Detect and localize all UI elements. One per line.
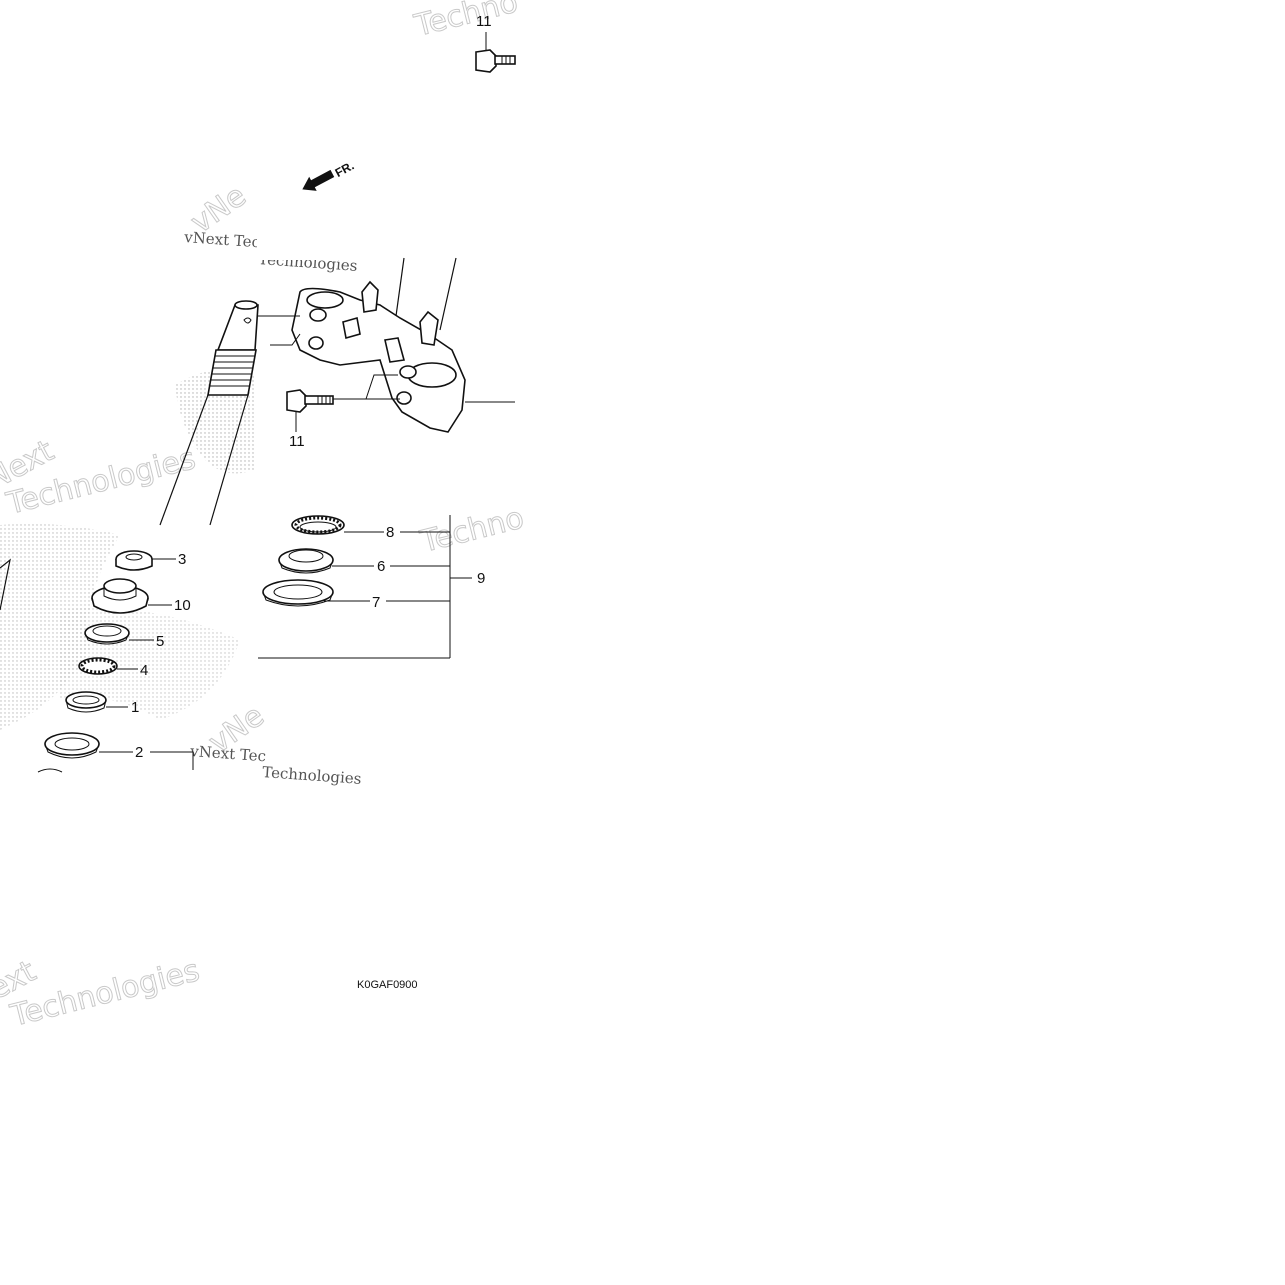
svg-text:10: 10 xyxy=(174,597,191,614)
svg-text:7: 7 xyxy=(372,594,380,611)
svg-text:5: 5 xyxy=(156,633,164,650)
svg-text:Technologies: Technologies xyxy=(6,953,202,1034)
svg-text:11: 11 xyxy=(289,433,305,450)
shading xyxy=(0,369,255,730)
svg-text:1: 1 xyxy=(131,699,139,716)
steering-stem xyxy=(0,300,270,611)
svg-text:6: 6 xyxy=(377,558,385,575)
svg-text:8: 8 xyxy=(386,524,394,541)
svg-text:Technologies: Technologies xyxy=(262,763,362,788)
svg-text:vNext Tec: vNext Tec xyxy=(189,742,267,765)
svg-text:3: 3 xyxy=(178,551,186,568)
bolt-11-top: 11 xyxy=(475,13,516,73)
svg-text:vNext Tec: vNext Tec xyxy=(183,228,261,251)
lower-bearing-stack: 3 10 5 4 1 2 xyxy=(37,550,194,773)
diagram-code: K0GAF0900 xyxy=(357,979,418,991)
svg-text:Techno: Techno xyxy=(416,501,527,560)
bolt-11-mid: 11 xyxy=(286,389,334,450)
svg-text:9: 9 xyxy=(477,570,485,587)
svg-text:4: 4 xyxy=(140,662,148,679)
fork-bridge xyxy=(270,257,515,433)
upper-bearing-kit: 8 6 7 9 xyxy=(258,515,485,659)
svg-text:Techno: Techno xyxy=(410,0,521,44)
svg-text:11: 11 xyxy=(476,13,492,30)
svg-text:2: 2 xyxy=(135,744,143,761)
